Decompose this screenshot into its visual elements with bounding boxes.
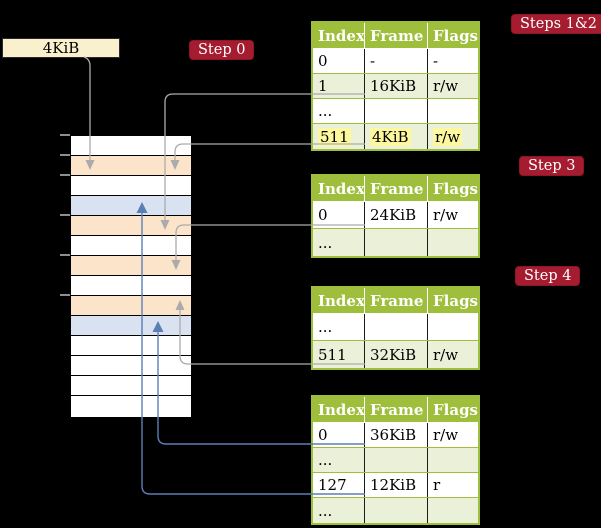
table-row: ... xyxy=(313,99,478,124)
memory-frame-row-28kib xyxy=(71,276,191,296)
table-cell: 0 xyxy=(313,49,365,73)
table-row: ... xyxy=(313,314,478,341)
table-cell xyxy=(428,314,478,340)
highlighted-value: 4KiB xyxy=(370,127,411,146)
memory-frame-row-4kib xyxy=(71,156,191,176)
table-cell xyxy=(365,448,428,472)
table-cell: 511 xyxy=(313,341,365,368)
table-cell: - xyxy=(433,52,439,70)
table-cell: ... xyxy=(313,314,365,340)
header-flags: Flags xyxy=(433,26,478,45)
memory-frame-row-44kib xyxy=(71,356,191,376)
table-cell: - xyxy=(365,49,428,73)
memory-frame-row-36kib xyxy=(71,316,191,336)
memory-address-tick xyxy=(60,254,70,256)
badge-steps-1-2: Steps 1&2 xyxy=(511,14,601,34)
table-cell: 1 xyxy=(313,74,365,98)
table-cell xyxy=(365,498,428,523)
table-cell: r/w xyxy=(428,124,478,149)
table-cell: r/w xyxy=(433,345,459,364)
table-cell: 127 xyxy=(313,473,365,497)
highlighted-value: r/w xyxy=(433,127,463,146)
memory-address-tick xyxy=(60,154,70,156)
table-cell: r/w xyxy=(433,77,459,95)
table-cell: 32KiB xyxy=(365,341,428,368)
badge-step-3: Step 3 xyxy=(519,156,585,176)
table-cell: 511 xyxy=(313,124,365,149)
table-cell xyxy=(365,229,428,256)
badge-step-4: Step 4 xyxy=(515,266,581,286)
memory-frame-row-40kib xyxy=(71,336,191,356)
table-cell xyxy=(428,99,478,123)
header-flags: Flags xyxy=(433,400,478,419)
table-cell: 24KiB xyxy=(365,202,428,228)
table-cell: 36KiB xyxy=(365,423,428,447)
memory-frame-row-48kib xyxy=(71,376,191,396)
memory-frame-row-20kib xyxy=(71,236,191,256)
header-frame: Frame xyxy=(365,288,428,313)
table-cell: r xyxy=(433,476,441,494)
header-frame: Frame xyxy=(365,397,428,422)
header-frame: Frame xyxy=(365,176,428,201)
table-cell: 0 xyxy=(313,423,365,447)
memory-frame-row-24kib xyxy=(71,256,191,276)
table-cell: r/w xyxy=(433,206,459,224)
memory-frame-row-52kib xyxy=(71,396,191,416)
memory-frame-row-12kib xyxy=(71,196,191,216)
table-cell xyxy=(428,229,478,256)
header-index: Index xyxy=(313,23,365,48)
table-cell: ... xyxy=(313,99,365,123)
memory-address-tick xyxy=(60,134,70,136)
table-cell xyxy=(428,498,478,523)
table-cell: 16KiB xyxy=(365,74,428,98)
table-cell: ... xyxy=(313,229,365,256)
table-cell: 4KiB xyxy=(365,124,428,149)
table-row: ... xyxy=(313,448,478,473)
physical-memory-column xyxy=(70,135,192,418)
table-cell: 12KiB xyxy=(365,473,428,497)
memory-address-tick xyxy=(60,214,70,216)
memory-address-tick xyxy=(60,294,70,296)
table-cell xyxy=(365,314,428,340)
header-flags: Flags xyxy=(433,179,478,198)
header-index: Index xyxy=(313,288,365,313)
memory-frame-row-0kib xyxy=(71,136,191,156)
header-flags: Flags xyxy=(433,291,478,310)
header-index: Index xyxy=(313,397,365,422)
table-row: ... xyxy=(313,229,478,256)
memory-frame-row-32kib xyxy=(71,296,191,316)
memory-frame-row-16kib xyxy=(71,216,191,236)
table-cell: 0 xyxy=(313,202,365,228)
memory-address-tick xyxy=(60,174,70,176)
page-size-box: 4KiB xyxy=(2,38,120,58)
badge-step-0: Step 0 xyxy=(189,40,255,60)
table-cell xyxy=(428,448,478,472)
table-cell: ... xyxy=(313,498,365,523)
table-cell xyxy=(365,99,428,123)
table-cell: ... xyxy=(313,448,365,472)
table-cell: r/w xyxy=(433,426,459,444)
header-index: Index xyxy=(313,176,365,201)
table-row: 0-- xyxy=(313,49,478,74)
table-row: ... xyxy=(313,498,478,523)
highlighted-value: 511 xyxy=(318,127,351,146)
header-frame: Frame xyxy=(365,23,428,48)
memory-frame-row-8kib xyxy=(71,176,191,196)
table-row: 511 4KiB r/w xyxy=(313,124,478,149)
